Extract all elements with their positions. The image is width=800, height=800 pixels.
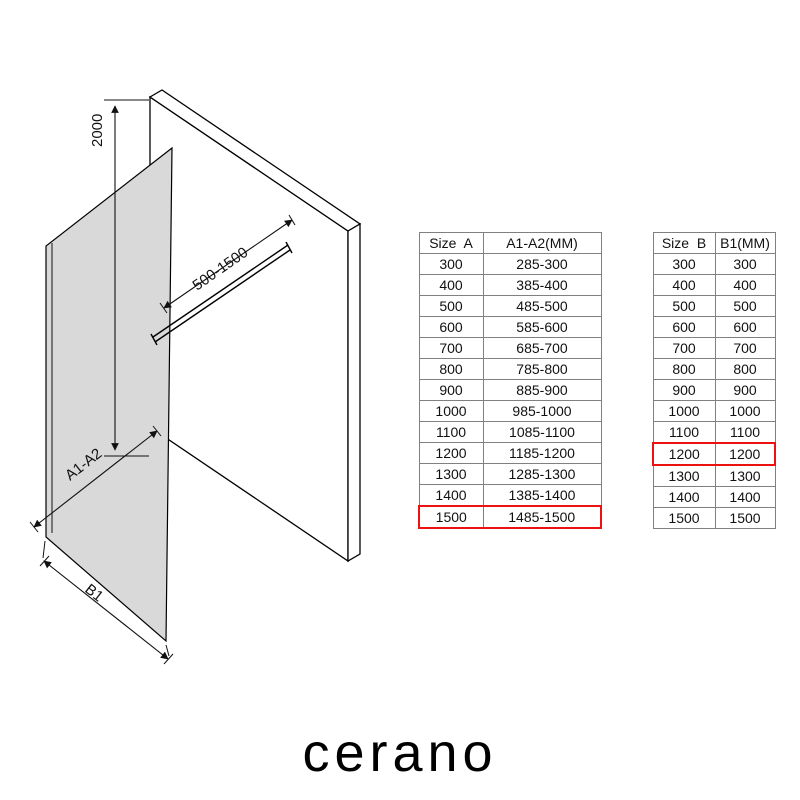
table-cell: 500 [418,295,484,317]
table-cell: 685-700 [482,337,602,359]
wall [148,89,362,563]
table-cell: 585-600 [482,316,602,338]
table-cell: 1100 [418,421,484,443]
table-cell: 285-300 [482,253,602,275]
table-cell: 1500 [418,505,484,529]
table-cell: 500 [652,295,716,317]
table-cell: 1200 [714,442,776,466]
table-cell: 1400 [418,484,484,507]
table-cell: 500 [714,295,776,317]
table-cell: 1300 [418,463,484,485]
table-cell: 700 [652,337,716,359]
table-cell: 1285-1300 [482,463,602,485]
table-cell: 1200 [418,442,484,464]
table-cell: 300 [714,253,776,275]
table-cell: 985-1000 [482,400,602,422]
table-cell: 300 [418,253,484,275]
table-cell: 800 [714,358,776,380]
table-cell: 700 [418,337,484,359]
table-cell: 1100 [714,421,776,444]
table-cell: 800 [652,358,716,380]
table-cell: 800 [418,358,484,380]
table-cell: 1485-1500 [482,505,602,529]
height-dimension-label: 2000 [89,114,106,147]
table-cell: 1400 [652,486,716,508]
table-cell: 1200 [652,442,716,466]
table-cell: 1385-1400 [482,484,602,507]
table-cell: 1000 [418,400,484,422]
column-header: A1-A2(MM) [482,232,602,254]
table-cell: 485-500 [482,295,602,317]
table-cell: 400 [714,274,776,296]
table-cell: 900 [652,379,716,401]
glass-panel [45,146,173,643]
table-cell: 385-400 [482,274,602,296]
table-cell: 1085-1100 [482,421,602,443]
table-cell: 1000 [714,400,776,422]
table-cell: 600 [418,316,484,338]
table-cell: 1300 [714,464,776,487]
table-cell: 785-800 [482,358,602,380]
table-cell: 1500 [652,507,716,529]
table-cell: 900 [714,379,776,401]
table-cell: 1500 [714,507,776,529]
table-cell: 700 [714,337,776,359]
column-header: Size A [418,232,484,254]
table-cell: 600 [652,316,716,338]
table-cell: 900 [418,379,484,401]
table-cell: 1185-1200 [482,442,602,464]
column-header: B1(MM) [714,232,776,254]
table-cell: 1100 [652,421,716,444]
table-cell: 400 [652,274,716,296]
table-cell: 1400 [714,486,776,508]
table-cell: 600 [714,316,776,338]
table-cell: 1300 [652,464,716,487]
table-cell: 885-900 [482,379,602,401]
column-header: Size B [652,232,716,254]
table-cell: 1000 [652,400,716,422]
brand-logo: cerano [302,723,498,783]
table-cell: 300 [652,253,716,275]
table-cell: 400 [418,274,484,296]
